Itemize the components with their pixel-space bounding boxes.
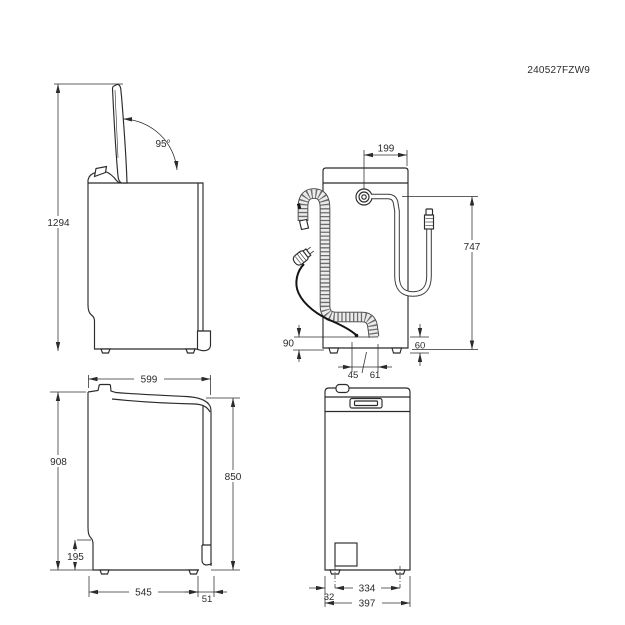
back-view: 199 747 90 60 (283, 144, 485, 381)
dim-height-rear: 850 (206, 397, 246, 570)
document-code: 240527FZW9 (527, 65, 590, 76)
dim-depth-base: 545 (88, 576, 199, 599)
foot (391, 347, 403, 354)
dim-foot-edge-offset: 32 (309, 576, 334, 603)
dim-label-depth-top: 599 (141, 375, 158, 386)
dim-label-feet-spacing: 334 (359, 584, 376, 595)
power-cord (292, 246, 359, 338)
dim-lid-angle: 95° (122, 117, 179, 171)
dim-total-height: 1294 (45, 83, 123, 351)
dim-label-lid-angle: 95° (155, 139, 170, 150)
foot (100, 348, 111, 354)
dim-label-rear-overhang: 51 (202, 594, 213, 605)
filter-access-panel (334, 542, 358, 567)
machine-body-side-closed (87, 383, 212, 571)
dim-cord-outlet-height: 90 (283, 325, 378, 362)
water-inlet-valve (355, 188, 373, 206)
lid-open (111, 83, 128, 184)
top-profile (104, 170, 122, 184)
dim-label-inlet-offset: 199 (378, 144, 395, 155)
rear-cover-side-closed (201, 544, 213, 566)
foot (328, 347, 340, 354)
foot (99, 569, 110, 575)
dim-label-height-front: 908 (50, 457, 67, 468)
dim-overall-width: 397 (324, 576, 411, 610)
inlet-hose (371, 193, 435, 297)
foot (188, 569, 199, 575)
drain-hose (296, 188, 380, 338)
dim-label-cord-offset: 45 (348, 370, 359, 381)
lid-handle (349, 397, 383, 409)
hose-clip (296, 203, 302, 210)
dim-label-rear-clearance: 60 (415, 341, 426, 352)
dim-label-cord-outlet-height: 90 (283, 339, 295, 350)
dim-rear-clearance: 60 (410, 324, 429, 366)
power-plug (292, 246, 315, 266)
dim-label-overall-width: 397 (359, 599, 376, 610)
machine-body-back (322, 167, 409, 349)
dim-rear-overhang: 51 (185, 576, 227, 605)
foot (185, 348, 196, 354)
dim-label-depth-base: 545 (135, 588, 152, 599)
lid-inner-line (114, 89, 119, 159)
machine-body-side-open (87, 182, 204, 350)
dim-inlet-offset: 199 (363, 144, 408, 189)
dim-hose-offsets: 45 61 (338, 342, 392, 381)
dim-inlet-hose-height: 747 (402, 196, 485, 350)
angle-arc (122, 117, 179, 171)
dim-height-front: 908 (45, 391, 86, 570)
dim-label-total-height: 1294 (47, 218, 70, 229)
top-profile (87, 172, 96, 183)
rear-cover-side-open (196, 330, 212, 352)
fitting-cap (425, 208, 434, 216)
dim-label-inlet-hose-height: 747 (464, 242, 481, 253)
dim-plinth-height: 195 (64, 539, 91, 570)
dim-depth-top: 599 (88, 373, 211, 395)
control-knob-front (335, 383, 350, 394)
dim-label-foot-edge-offset: 32 (324, 592, 335, 603)
dim-label-drain-offset: 61 (370, 370, 381, 381)
front-seam (111, 398, 211, 413)
drain-hose-end (298, 218, 310, 231)
dim-label-plinth-height: 195 (67, 552, 84, 563)
control-knob-side (93, 165, 108, 178)
machine-body-front (324, 387, 411, 571)
side-view-lid-closed: 599 908 850 195 545 (45, 373, 246, 605)
dim-feet-spacing: 334 (335, 582, 400, 595)
dim-label-height-rear: 850 (225, 472, 242, 483)
front-view: 334 32 397 (309, 383, 411, 610)
side-view-lid-open: 95° 1294 (45, 83, 212, 354)
